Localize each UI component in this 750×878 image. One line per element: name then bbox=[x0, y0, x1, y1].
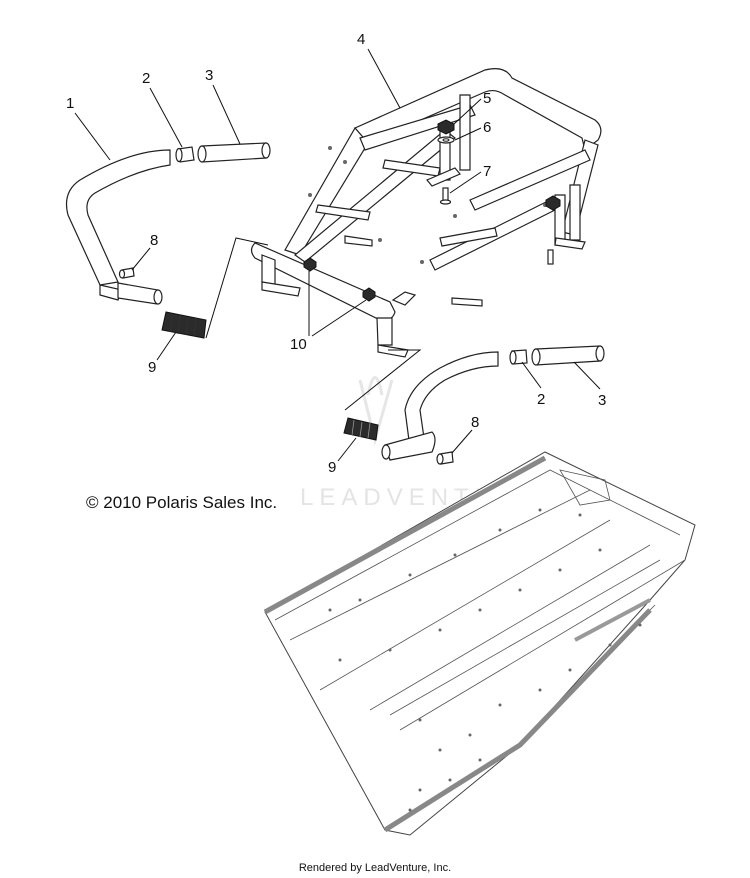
callout-10: 10 bbox=[290, 336, 307, 353]
callout-9-right: 9 bbox=[328, 459, 336, 476]
cargo-rack-frame bbox=[250, 68, 602, 358]
hardware-nuts-10 bbox=[303, 257, 376, 302]
hardware-nut-right bbox=[545, 195, 561, 211]
end-cap-left bbox=[175, 146, 195, 163]
grab-handle-right bbox=[381, 351, 499, 461]
callout-8-left: 8 bbox=[150, 232, 158, 249]
foot-grip-right bbox=[343, 417, 379, 441]
callout-9-left: 9 bbox=[148, 359, 156, 376]
pin-left bbox=[118, 267, 135, 279]
end-cap-right bbox=[509, 349, 528, 365]
hardware-bolt-right bbox=[547, 249, 554, 265]
callout-7: 7 bbox=[483, 163, 491, 180]
callout-2-top: 2 bbox=[142, 70, 150, 87]
rendered-by-footer: Rendered by LeadVenture, Inc. bbox=[298, 862, 452, 874]
callout-4: 4 bbox=[357, 31, 365, 48]
callout-3-top: 3 bbox=[205, 67, 213, 84]
copyright-text: © 2010 Polaris Sales Inc. bbox=[86, 493, 278, 512]
callout-6: 6 bbox=[483, 119, 491, 136]
hardware-bolt-7 bbox=[439, 187, 452, 205]
explode-lines-right bbox=[344, 349, 422, 411]
pin-right bbox=[436, 451, 454, 465]
callout-3-right: 3 bbox=[598, 392, 606, 409]
foot-grip-left bbox=[161, 311, 207, 339]
tunnel-deck bbox=[263, 451, 696, 836]
grab-handle-left bbox=[65, 149, 171, 305]
hardware-washer-6 bbox=[437, 136, 455, 144]
callout-8-right: 8 bbox=[471, 414, 479, 431]
grip-right-top bbox=[531, 345, 605, 366]
callouts: 1 2 3 4 5 6 7 8 9 10 2 3 8 9 bbox=[66, 31, 606, 476]
callout-5: 5 bbox=[483, 90, 491, 107]
explode-lines-left bbox=[205, 237, 269, 339]
deck-rivets bbox=[328, 508, 642, 812]
callout-1: 1 bbox=[66, 95, 74, 112]
grip-left-top bbox=[197, 142, 271, 163]
hardware-nut-5 bbox=[437, 119, 455, 135]
callout-2-right: 2 bbox=[537, 391, 545, 408]
